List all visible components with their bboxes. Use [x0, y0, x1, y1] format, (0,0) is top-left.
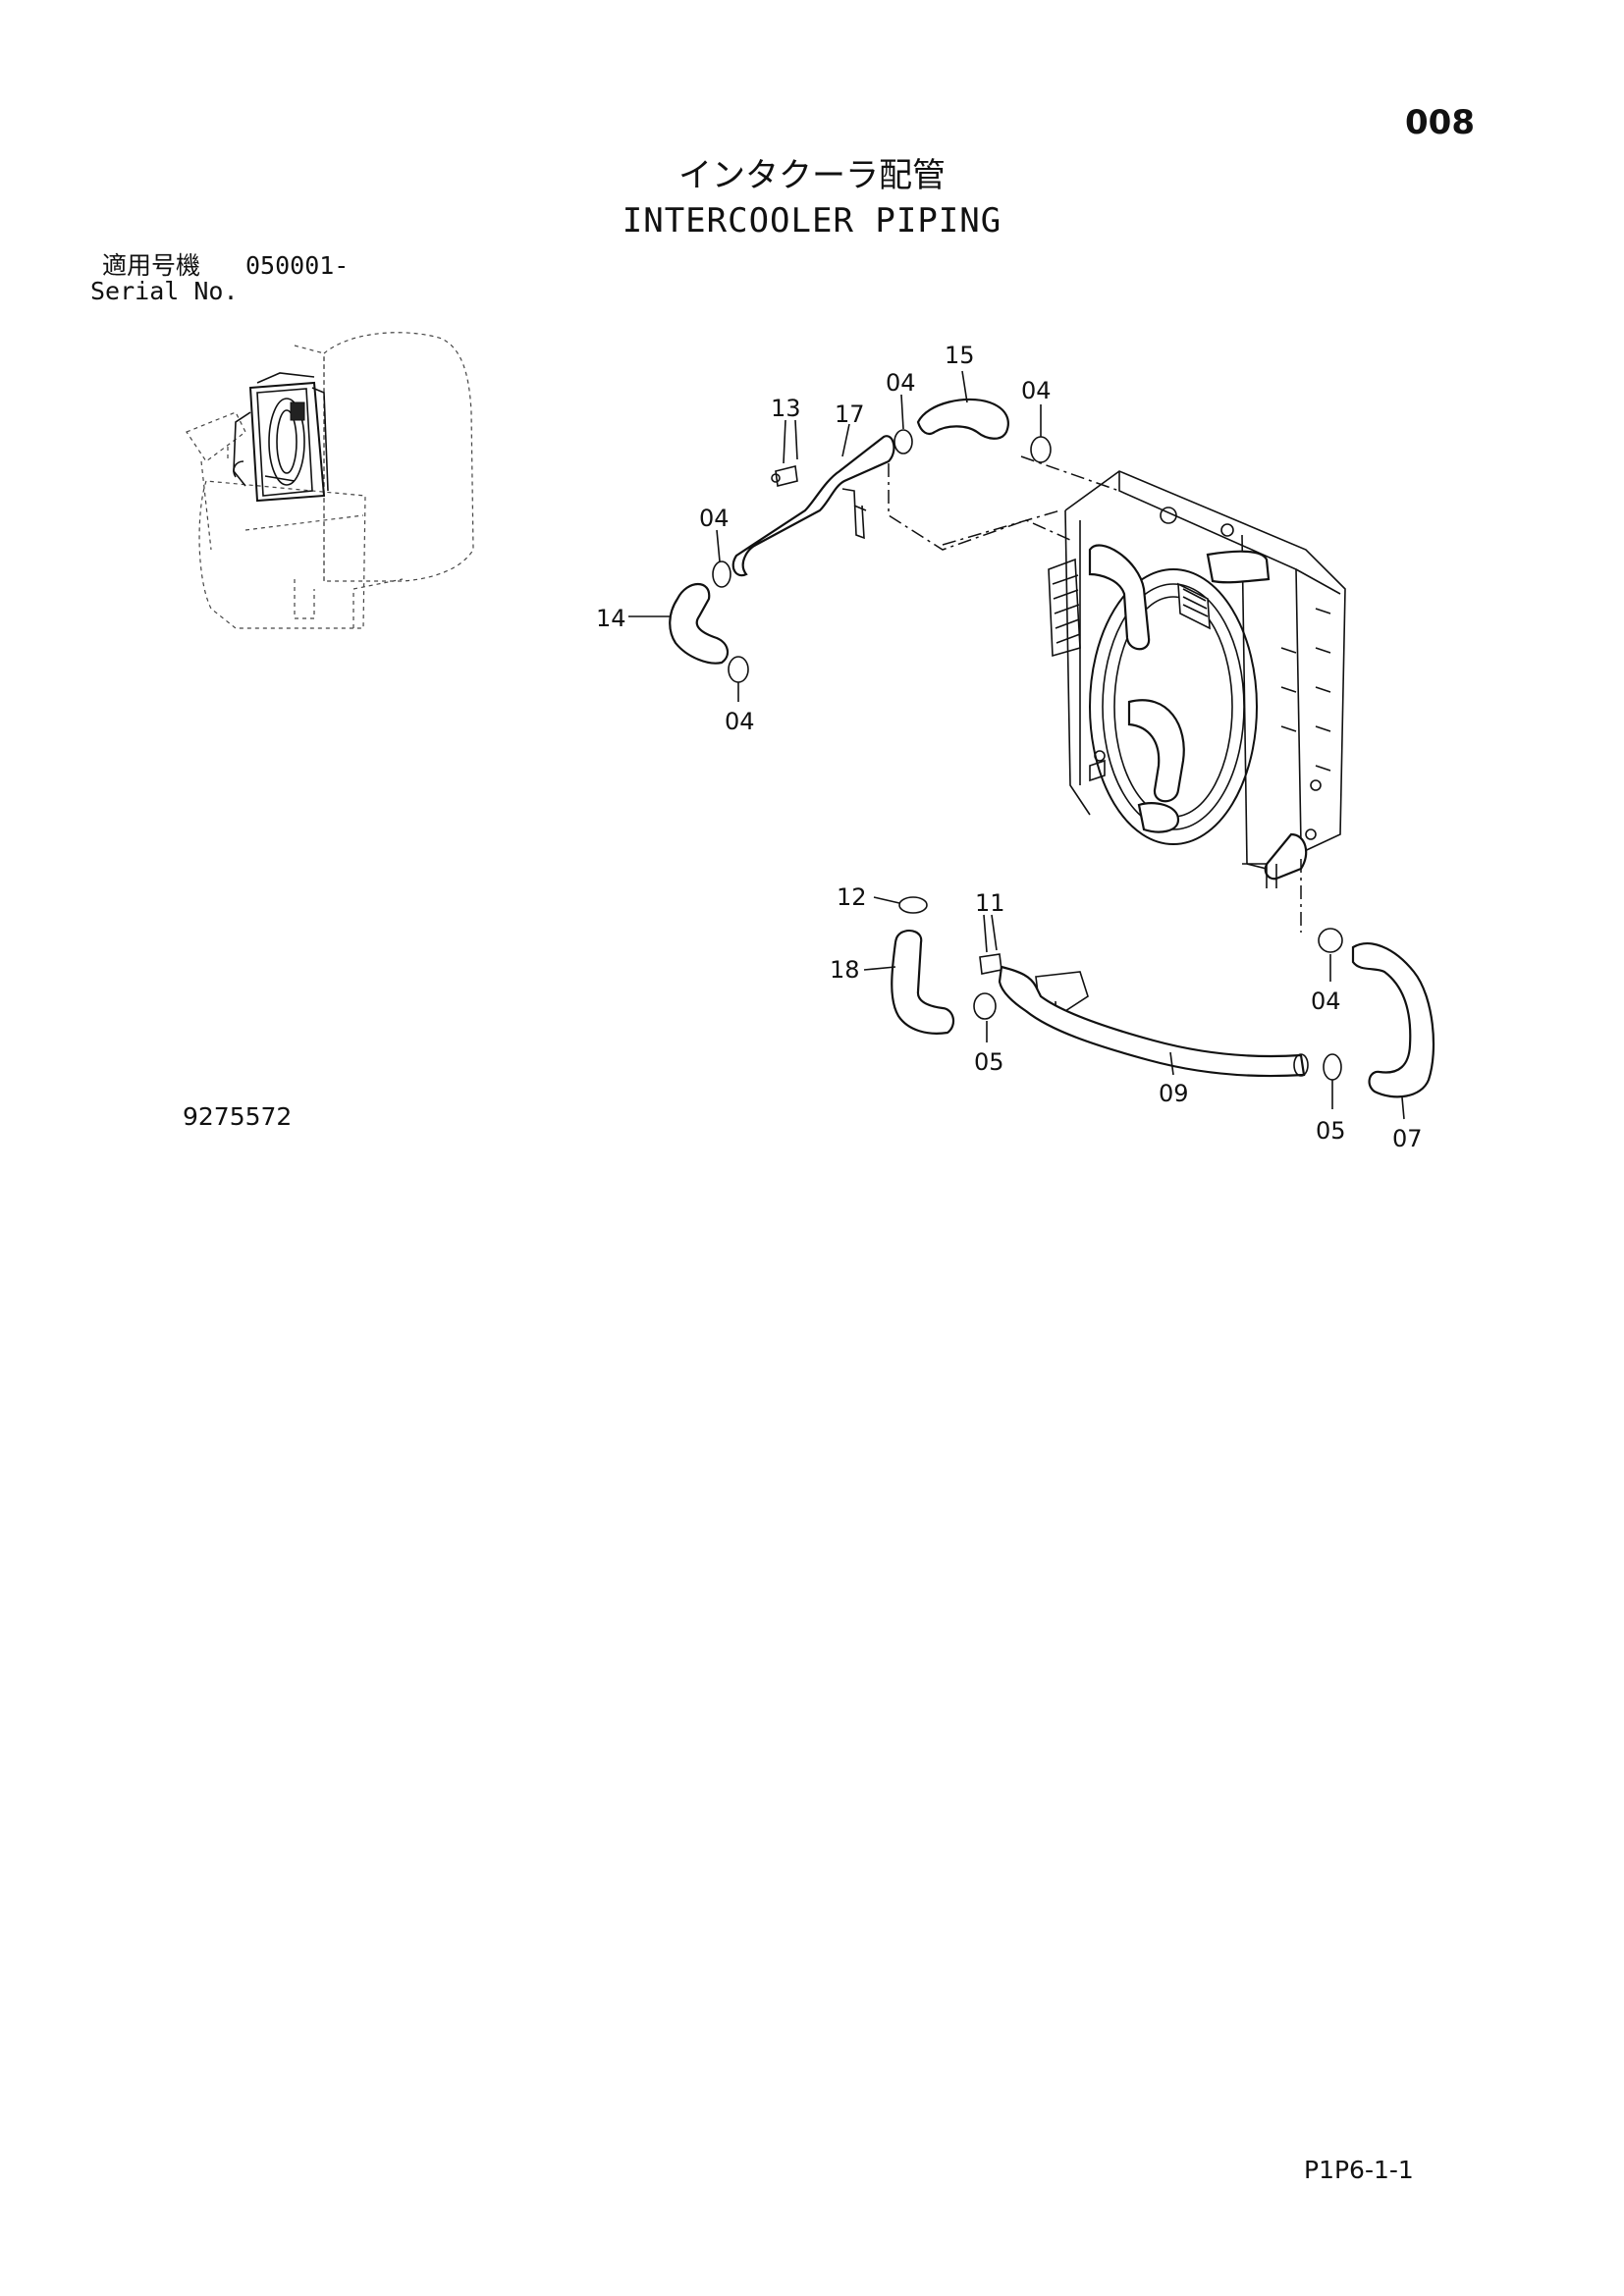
radiator-thumbnail: [233, 372, 329, 503]
callout-13: 13: [771, 395, 801, 422]
pipe-17: [731, 435, 895, 577]
clamp-04-top-left: [893, 429, 913, 454]
lower-piping-group: [891, 896, 1435, 1098]
callout-17: 17: [835, 400, 865, 428]
callout-04-mid: 04: [699, 505, 730, 532]
clamp-04-low: [728, 656, 749, 683]
drawing-number: 9275572: [183, 1102, 293, 1131]
callout-11: 11: [975, 889, 1005, 917]
leader-lines: [628, 370, 1405, 1120]
bolt-11: [979, 953, 1002, 975]
clamp-05-right: [1323, 1053, 1342, 1081]
radiator-intercooler-assembly: [1048, 470, 1346, 888]
pipe-09: [998, 965, 1306, 1078]
clamp-04-top-right: [1030, 436, 1052, 463]
page-title-japanese: インタクーラ配管: [678, 156, 946, 195]
callout-05-right: 05: [1316, 1117, 1346, 1145]
callout-05-left: 05: [974, 1048, 1004, 1076]
callout-04-top-left: 04: [886, 369, 916, 397]
callout-numbers: 15 04 04 13 17 04 14 04 12 11 18 05 09 0…: [596, 342, 1423, 1152]
hose-07: [1351, 942, 1435, 1098]
callout-15: 15: [945, 342, 975, 369]
clamp-04-right: [1318, 928, 1343, 953]
machine-location-thumbnail: [186, 332, 474, 629]
serial-range: 050001-: [245, 251, 350, 280]
serial-label-japanese: 適用号機: [102, 251, 201, 280]
footer-code: P1P6-1-1: [1304, 2156, 1414, 2184]
bolt-13: [775, 465, 798, 487]
hose-14: [669, 583, 730, 665]
upper-piping-group: [669, 398, 1302, 933]
callout-04-right: 04: [1311, 988, 1341, 1015]
page-number: 008: [1405, 103, 1475, 142]
clamp-04-mid: [712, 561, 731, 588]
serial-label-english: Serial No.: [90, 277, 239, 305]
callout-07: 07: [1392, 1125, 1423, 1152]
callout-04-low: 04: [725, 708, 755, 735]
clamp-05-left: [973, 992, 997, 1020]
hose-18: [891, 929, 955, 1035]
callout-09: 09: [1159, 1080, 1189, 1107]
callout-14: 14: [596, 605, 626, 632]
callout-04-top-right: 04: [1021, 377, 1052, 404]
callout-12: 12: [837, 883, 867, 911]
page-title-english: INTERCOOLER PIPING: [622, 201, 1002, 240]
clamp-12: [898, 896, 928, 914]
callout-18: 18: [830, 956, 860, 984]
hose-15: [916, 398, 1009, 440]
